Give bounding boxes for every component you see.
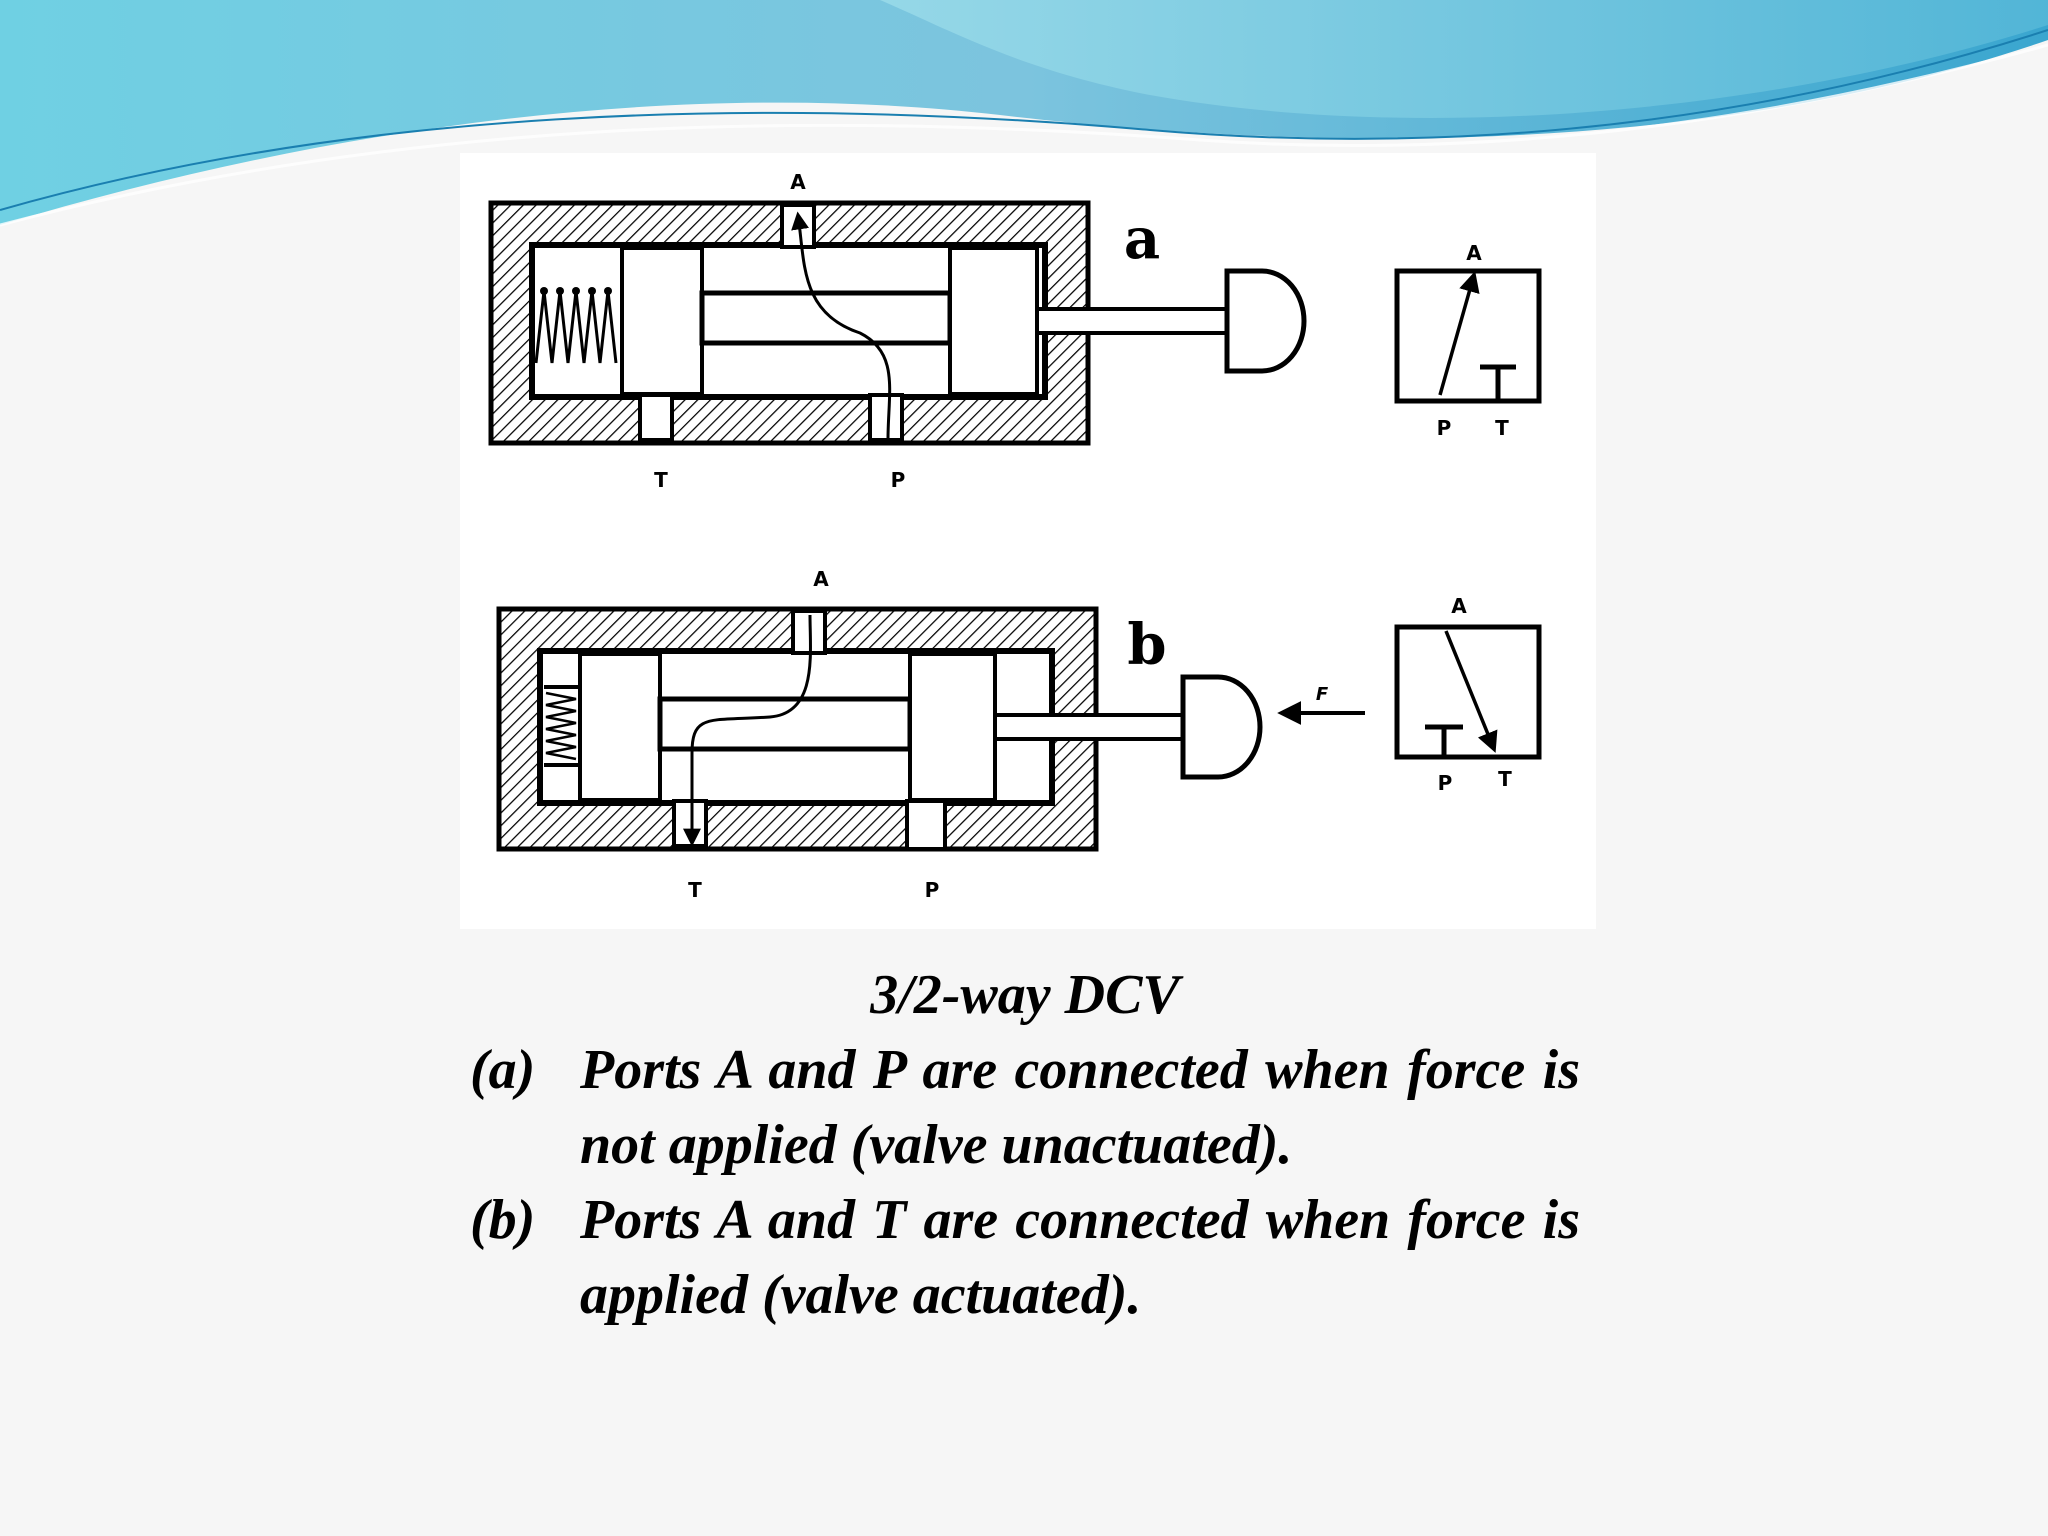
figure-caption: 3/2-way DCV (a) Ports A and P are connec… bbox=[470, 958, 1580, 1333]
valve-b-spool-land-left bbox=[578, 652, 662, 802]
valve-b-spool-land-right bbox=[908, 652, 997, 802]
valve-a-spool-stem bbox=[699, 290, 953, 346]
valve-b-port-t-opening bbox=[672, 799, 708, 848]
valve-b-push-button bbox=[1180, 674, 1263, 780]
valve-a-port-t-opening bbox=[638, 393, 674, 442]
caption-item-a-marker: (a) bbox=[470, 1039, 536, 1101]
valve-a-spool-land-left bbox=[620, 246, 704, 396]
valve-b-symbol: A P T bbox=[1394, 594, 1542, 795]
slide-header-banner bbox=[0, 0, 2048, 227]
valve-b-spool-stem bbox=[657, 696, 913, 752]
caption-item-b-marker: (b) bbox=[470, 1189, 536, 1251]
caption-item-b-text: Ports A and T are connected when force i… bbox=[580, 1189, 1580, 1326]
valve-a-figure-label: a bbox=[1124, 206, 1160, 272]
valve-b-port-p-opening bbox=[905, 799, 947, 851]
caption-title: 3/2-way DCV bbox=[870, 964, 1180, 1026]
valve-a-symbol-label-a: A bbox=[1466, 241, 1482, 265]
valve-b-sectional: A T P b F bbox=[496, 567, 1365, 902]
valve-a-sectional: A T P a bbox=[488, 170, 1307, 492]
valve-b-figure-label: b bbox=[1127, 612, 1166, 678]
valve-b-force-label: F bbox=[1316, 684, 1329, 705]
valve-b-rod bbox=[993, 713, 1185, 741]
valve-a-label-port-p: P bbox=[891, 468, 906, 492]
valve-a-symbol-label-p: P bbox=[1437, 416, 1452, 440]
valve-a-rod bbox=[1035, 307, 1229, 335]
valve-b-symbol-label-p: P bbox=[1438, 771, 1453, 795]
valve-diagram-panel: A T P a A P T bbox=[460, 153, 1596, 929]
valve-b-label-port-a: A bbox=[813, 567, 829, 591]
valve-a-spool-land-right bbox=[948, 246, 1039, 396]
valve-b-symbol-label-t: T bbox=[1498, 767, 1512, 791]
valve-a-symbol-label-t: T bbox=[1495, 416, 1509, 440]
valve-a-symbol: A P T bbox=[1394, 241, 1542, 440]
valve-a-port-p-opening bbox=[868, 393, 904, 442]
caption-item-a: (a) Ports A and P are connected when for… bbox=[470, 1033, 1580, 1183]
valve-b-symbol-arrow bbox=[1444, 630, 1498, 753]
caption-item-b: (b) Ports A and T are connected when for… bbox=[470, 1183, 1580, 1333]
valve-a-label-port-a: A bbox=[790, 170, 806, 194]
valve-b-label-port-t: T bbox=[688, 878, 702, 902]
dcv-diagram: A T P a A P T bbox=[488, 170, 1542, 902]
caption-item-a-text: Ports A and P are connected when force i… bbox=[580, 1039, 1580, 1176]
valve-b-label-port-p: P bbox=[925, 878, 940, 902]
valve-b-symbol-box bbox=[1394, 624, 1542, 760]
valve-a-flow-path bbox=[791, 211, 892, 440]
valve-a-push-button bbox=[1224, 268, 1307, 374]
valve-a-symbol-arrow bbox=[1438, 270, 1480, 396]
valve-a-label-port-t: T bbox=[654, 468, 668, 492]
valve-b-spring bbox=[545, 691, 577, 761]
valve-b-flow-path bbox=[683, 614, 812, 847]
valve-b-symbol-label-a: A bbox=[1451, 594, 1467, 618]
